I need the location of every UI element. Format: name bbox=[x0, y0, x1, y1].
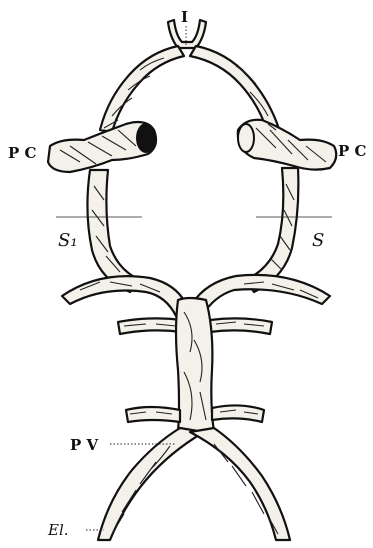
main-trunk bbox=[176, 298, 214, 432]
right-side-vessel bbox=[246, 168, 298, 292]
lower-right-leg bbox=[190, 428, 290, 540]
left-pc-opening bbox=[136, 123, 156, 153]
label-top: I bbox=[181, 8, 188, 26]
right-pc-opening bbox=[238, 124, 254, 152]
left-upper-arc bbox=[100, 46, 184, 132]
label-right-s: S bbox=[312, 230, 324, 251]
label-left-pc: P C bbox=[8, 144, 37, 162]
left-branch-arc bbox=[62, 276, 186, 316]
labels: I P C P C S₁ S P V El. bbox=[8, 8, 367, 539]
lower-left-leg bbox=[98, 428, 204, 540]
label-right-pc: P C bbox=[338, 142, 367, 160]
right-branch-arc bbox=[192, 275, 330, 316]
vessel-network bbox=[48, 20, 336, 540]
label-pv: P V bbox=[70, 436, 99, 454]
label-el: El. bbox=[47, 521, 69, 539]
label-left-s1: S₁ bbox=[58, 230, 78, 251]
